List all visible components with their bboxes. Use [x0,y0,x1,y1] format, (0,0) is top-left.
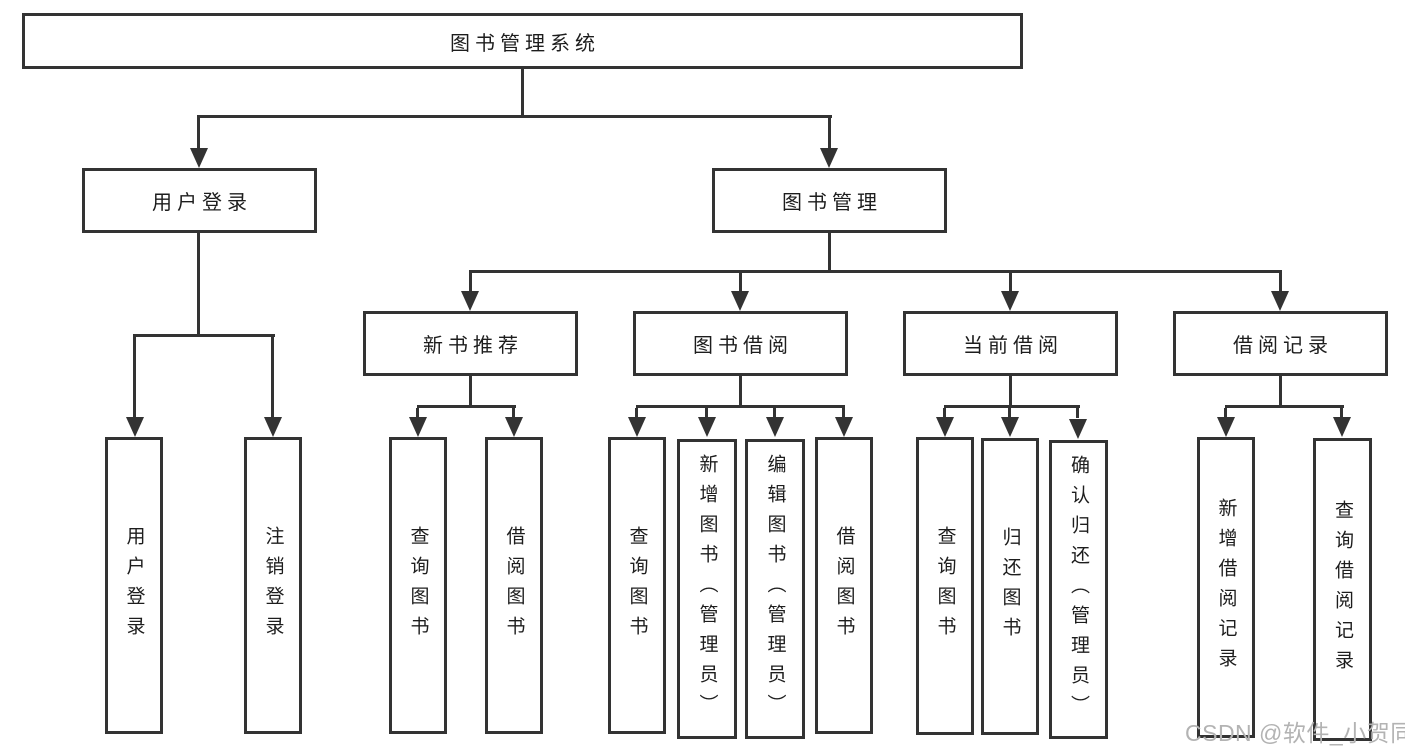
leaf-query-borrow-record: 查询借阅记录 [1313,438,1372,741]
connector-drop-current-borrow [1009,273,1012,291]
leaf-user-login-label: 用户登录 [123,525,145,646]
leaf-edit-book-admin-label: 编辑图书（管理员） [764,454,786,724]
connector-drop-borrow-records [1279,273,1282,291]
connector-drop-leaf [635,408,638,418]
leaf-confirm-return-admin-label: 确认归还（管理员） [1068,454,1089,725]
node-library-system: 图书管理系统 [22,13,1023,69]
connector-new-book-branch [417,405,516,408]
arrowhead-leaf [1069,419,1087,439]
arrowhead-leaf [505,417,523,437]
connector-drop-leaf [512,408,515,418]
leaf-borrow-books-recommend-label: 借阅图书 [503,525,525,646]
arrowhead-leaf [766,417,784,437]
connector-drop-leaf [842,408,845,418]
leaf-query-books-borrowing-label: 查询图书 [626,525,648,646]
leaf-add-borrow-record: 新增借阅记录 [1197,437,1255,738]
leaf-borrow-books-borrowing: 借阅图书 [815,437,873,734]
leaf-confirm-return-admin: 确认归还（管理员） [1049,440,1108,739]
node-new-book-recommend: 新书推荐 [363,311,578,376]
leaf-query-books-recommend: 查询图书 [389,437,447,734]
arrowhead-new-book [461,291,479,311]
connector-book-borrow-stem [739,376,742,407]
arrowhead-book-mgmt [820,148,838,168]
arrowhead-current-borrow [1001,291,1019,311]
connector-borrow-records-branch [1225,405,1344,408]
connector-book-borrow-branch [636,405,845,408]
connector-drop-user-login [197,118,200,150]
node-current-borrowing: 当前借阅 [903,311,1118,376]
arrowhead-book-borrow [731,291,749,311]
leaf-add-borrow-record-label: 新增借阅记录 [1215,497,1237,678]
arrowhead-leaf [628,417,646,437]
arrowhead-leaf [409,417,427,437]
node-book-management-label: 图书管理 [782,192,882,214]
arrowhead-leaf [936,417,954,437]
connector-drop-new-book [469,273,472,291]
connector-drop-login-leaf [133,337,136,417]
arrowhead-leaf [1333,417,1351,437]
leaf-query-books-current: 查询图书 [916,437,974,735]
arrowhead-login-leaf [126,417,144,437]
leaf-query-books-recommend-label: 查询图书 [407,525,429,646]
connector-drop-leaf [1008,408,1011,418]
leaf-return-book: 归还图书 [981,438,1039,735]
leaf-add-book-admin-label: 新增图书（管理员） [696,454,718,724]
leaf-add-book-admin: 新增图书（管理员） [677,439,737,739]
node-borrowing-records: 借阅记录 [1173,311,1388,376]
leaf-borrow-books-recommend: 借阅图书 [485,437,543,734]
connector-drop-leaf [773,408,776,418]
connector-user-login-stem [197,233,200,336]
connector-user-login-branch [133,334,275,337]
leaf-borrow-books-borrowing-label: 借阅图书 [833,525,855,646]
connector-root-branch [197,115,832,118]
connector-drop-leaf [1224,408,1227,418]
connector-drop-leaf [705,408,708,418]
leaf-query-books-current-label: 查询图书 [934,526,956,646]
node-current-borrowing-label: 当前借阅 [963,335,1063,357]
node-library-system-label: 图书管理系统 [450,32,600,55]
node-user-login: 用户登录 [82,168,317,233]
connector-drop-book-mgmt [828,118,831,150]
arrowhead-leaf [835,417,853,437]
connector-drop-leaf [1076,408,1079,418]
connector-drop-leaf [1340,408,1343,418]
connector-drop-leaf [943,408,946,418]
connector-drop-book-borrow [739,273,742,291]
leaf-logout-label: 注销登录 [262,525,284,646]
arrowhead-leaf [1217,417,1235,437]
node-new-book-recommend-label: 新书推荐 [423,335,523,357]
arrowhead-borrow-records [1271,291,1289,311]
node-borrowing-records-label: 借阅记录 [1233,335,1333,357]
leaf-logout: 注销登录 [244,437,302,734]
leaf-user-login: 用户登录 [105,437,163,734]
leaf-query-borrow-record-label: 查询借阅记录 [1332,499,1353,680]
connector-current-borrow-branch [944,405,1080,408]
connector-book-mgmt-stem [828,233,831,272]
arrowhead-user-login [190,148,208,168]
connector-drop-leaf [416,408,419,418]
node-book-borrowing-label: 图书借阅 [693,335,793,357]
connector-root-stem [521,68,524,118]
connector-book-mgmt-branch [469,270,1282,273]
connector-new-book-stem [469,376,472,407]
node-book-management: 图书管理 [712,168,947,233]
arrowhead-leaf [1001,417,1019,437]
watermark-text: CSDN @软件_小贺同学 [1185,720,1405,746]
arrowhead-leaf [698,417,716,437]
leaf-query-books-borrowing: 查询图书 [608,437,666,734]
leaf-edit-book-admin: 编辑图书（管理员） [745,439,805,739]
node-book-borrowing: 图书借阅 [633,311,848,376]
connector-borrow-records-stem [1279,376,1282,407]
node-user-login-label: 用户登录 [152,192,252,214]
connector-drop-logout-leaf [271,337,274,417]
leaf-return-book-label: 归还图书 [999,526,1021,647]
connector-current-borrow-stem [1009,376,1012,407]
arrowhead-logout-leaf [264,417,282,437]
